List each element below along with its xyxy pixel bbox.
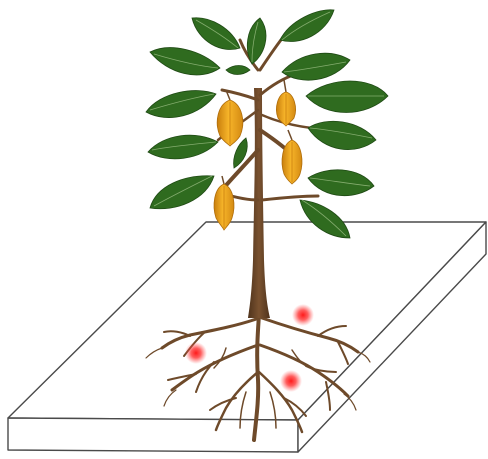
- leaf: [226, 66, 250, 75]
- leaf: [150, 176, 214, 209]
- leaf: [280, 10, 334, 42]
- leaf: [247, 18, 266, 64]
- cacao-pod: [276, 80, 295, 126]
- hotspot-marker: [280, 370, 302, 392]
- leaf: [306, 81, 388, 113]
- leaf: [148, 135, 218, 159]
- soil-slab: [8, 222, 486, 452]
- hotspot-marker: [185, 342, 207, 364]
- cacao-pod: [282, 130, 302, 184]
- leaf: [146, 91, 216, 118]
- leaf: [308, 121, 376, 149]
- cacao-pod: [217, 90, 243, 146]
- leaf: [150, 48, 220, 75]
- leaf: [192, 18, 240, 50]
- leaf: [282, 53, 350, 80]
- hotspot-marker: [292, 304, 314, 326]
- leaf: [308, 170, 374, 196]
- leaves: [146, 10, 388, 238]
